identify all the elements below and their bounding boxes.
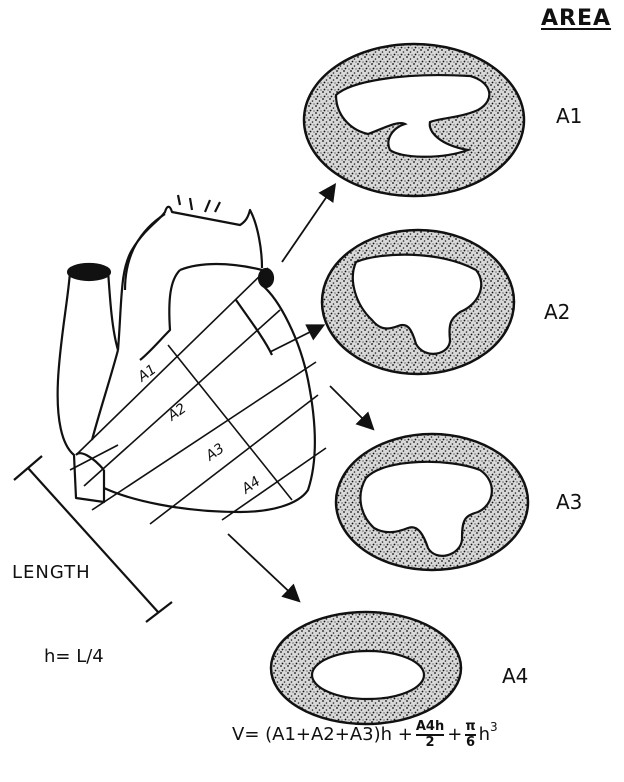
formula-fraction-2: π 6 (465, 720, 475, 749)
formula-plus: + (447, 724, 462, 745)
length-bracket (14, 456, 172, 622)
arrow-a3 (330, 386, 372, 428)
length-label: LENGTH (12, 562, 91, 583)
section-label-a2: A2 (544, 300, 570, 324)
arrow-a2 (270, 326, 322, 352)
area-heading: AREA (541, 6, 611, 31)
formula-lhs: V= (A1+A2+A3)h + (232, 724, 413, 745)
heart-body (118, 207, 262, 350)
arrow-a1 (282, 186, 334, 262)
formula-fraction-1: A4h 2 (416, 720, 444, 749)
formula-h: h (479, 724, 490, 745)
section-a4-cavity (312, 651, 424, 699)
aorta-opening (68, 264, 110, 280)
section-a1 (304, 44, 524, 196)
section-a4 (271, 612, 461, 724)
fraction-1-numerator: A4h (416, 720, 444, 734)
cut-lines (70, 268, 326, 524)
fraction-2-denominator: 6 (466, 736, 475, 750)
artery-opening (259, 269, 273, 287)
cut-label-a2: A2 (164, 401, 189, 425)
section-a3 (336, 434, 528, 570)
aorta-tube (58, 272, 104, 502)
arrow-a4 (228, 534, 298, 600)
heart-outline (58, 195, 315, 512)
cut-label-a3: A3 (202, 441, 227, 465)
section-label-a4: A4 (502, 664, 528, 688)
formula-exponent: 3 (490, 720, 498, 734)
section-a2 (322, 230, 514, 374)
h-formula: h= L/4 (44, 646, 104, 667)
fraction-2-numerator: π (465, 720, 475, 734)
section-label-a3: A3 (556, 490, 582, 514)
section-label-a1: A1 (556, 104, 582, 128)
fraction-1-denominator: 2 (426, 736, 435, 750)
cut-label-a1: A1 (134, 362, 159, 386)
